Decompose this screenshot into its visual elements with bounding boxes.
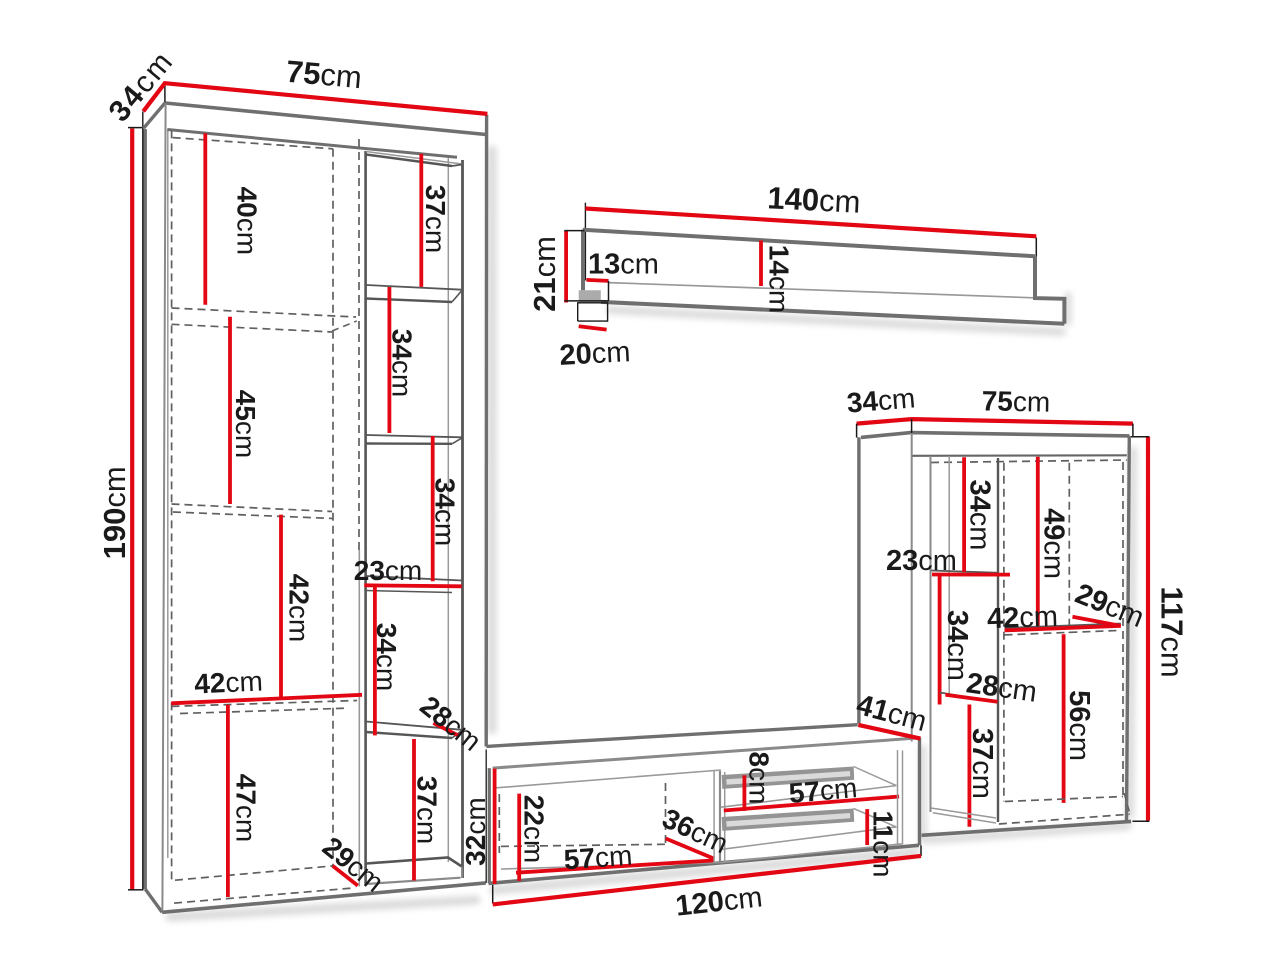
svg-text:34cm: 34cm: [846, 382, 917, 418]
svg-text:13cm: 13cm: [588, 249, 659, 281]
svg-text:75cm: 75cm: [981, 385, 1050, 417]
svg-text:34cm: 34cm: [387, 329, 418, 397]
svg-text:117cm: 117cm: [1155, 586, 1190, 677]
svg-text:190cm: 190cm: [97, 466, 132, 559]
svg-text:11cm: 11cm: [868, 811, 899, 878]
svg-text:37cm: 37cm: [966, 728, 998, 799]
svg-text:42cm: 42cm: [986, 601, 1058, 635]
svg-text:75cm: 75cm: [285, 53, 364, 94]
svg-text:42cm: 42cm: [284, 574, 315, 642]
svg-text:32cm: 32cm: [460, 797, 491, 865]
svg-text:22cm: 22cm: [519, 795, 550, 863]
svg-text:20cm: 20cm: [559, 336, 632, 372]
svg-text:37cm: 37cm: [421, 185, 452, 253]
svg-text:40cm: 40cm: [232, 187, 263, 255]
svg-text:21cm: 21cm: [527, 236, 562, 312]
svg-text:23cm: 23cm: [354, 555, 422, 586]
svg-text:37cm: 37cm: [412, 776, 443, 844]
svg-text:23cm: 23cm: [886, 545, 957, 577]
svg-text:14cm: 14cm: [764, 245, 795, 313]
svg-text:42cm: 42cm: [194, 665, 264, 699]
svg-text:120cm: 120cm: [674, 881, 764, 922]
svg-text:56cm: 56cm: [1063, 690, 1095, 761]
svg-text:34cm: 34cm: [430, 478, 461, 546]
svg-text:45cm: 45cm: [231, 390, 262, 458]
svg-text:28cm: 28cm: [964, 667, 1039, 709]
svg-text:57cm: 57cm: [563, 839, 633, 875]
svg-text:57cm: 57cm: [788, 772, 859, 809]
svg-text:34cm: 34cm: [941, 610, 973, 681]
svg-text:8cm: 8cm: [744, 752, 775, 805]
svg-text:47cm: 47cm: [231, 774, 262, 842]
svg-text:34cm: 34cm: [964, 480, 996, 551]
svg-text:49cm: 49cm: [1038, 508, 1070, 579]
svg-text:34cm: 34cm: [372, 623, 403, 691]
svg-text:140cm: 140cm: [767, 180, 862, 220]
